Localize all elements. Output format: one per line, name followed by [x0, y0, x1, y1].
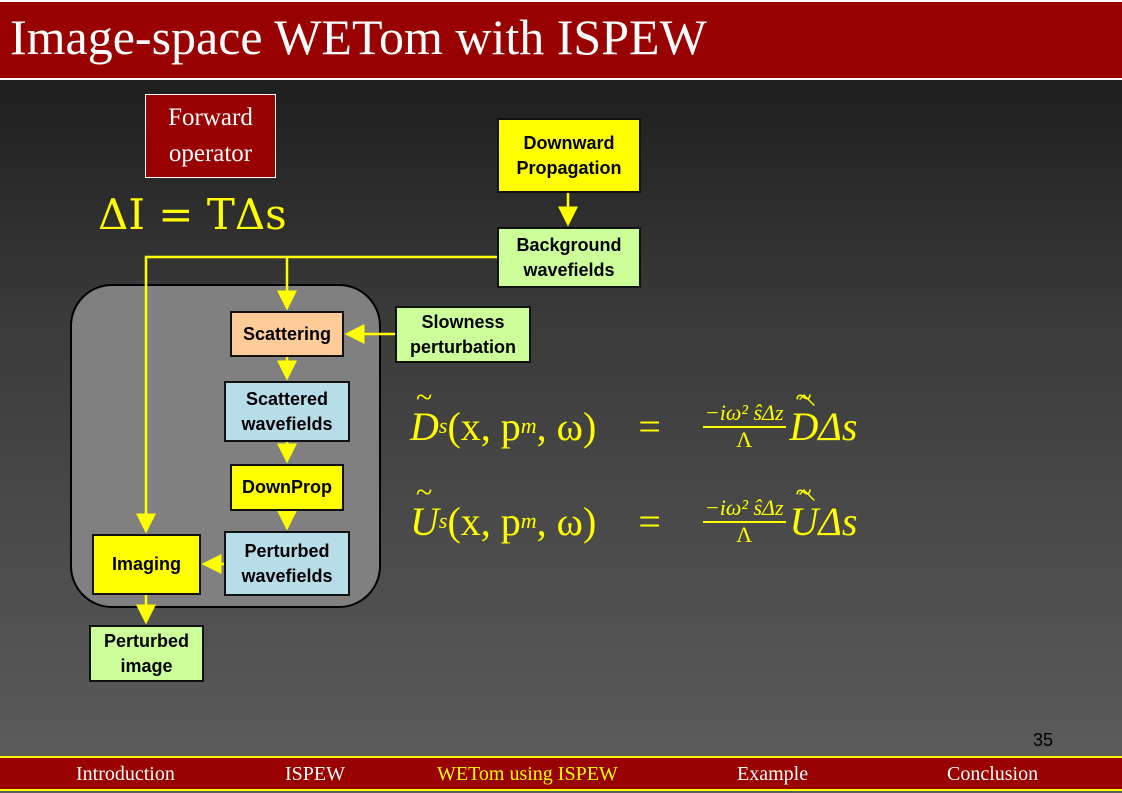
eq2-lhs-symbol: U [410, 476, 439, 545]
eq1-sub: s [438, 413, 448, 438]
imaging-box: Imaging [92, 534, 201, 595]
page-number: 35 [1033, 730, 1054, 750]
eq1-equals: = [638, 403, 661, 449]
eq1-denominator: Λ [736, 427, 753, 452]
eq1-rhs-symbol: D [790, 381, 819, 450]
perturbed-image-box: Perturbed image [89, 625, 204, 682]
eq1-lhs-symbol: D [410, 381, 439, 450]
slide-title: Image-space WETom with ISPEW [10, 9, 707, 65]
scattering-box: Scattering [230, 311, 344, 357]
eq2-omega: , ω) [536, 498, 597, 544]
eq2-rhs-tail: Δs [818, 498, 858, 544]
nav-ispew[interactable]: ISPEW [285, 763, 345, 785]
title-bar: Image-space WETom with ISPEW [0, 0, 1122, 80]
downprop-box: DownProp [230, 464, 344, 511]
nav-introduction[interactable]: Introduction [76, 763, 175, 785]
forward-operator-label: Forward operator [145, 94, 276, 178]
eq1-numerator: −iω² ŝΔz [702, 400, 786, 428]
eq2-numerator: −iω² ŝΔz [702, 495, 786, 523]
footer-nav: Introduction ISPEW WETom using ISPEW Exa… [0, 756, 1122, 791]
eq1-m: m [520, 413, 537, 438]
eq1-omega: , ω) [536, 403, 597, 449]
main-equation: ΔI = TΔs [98, 190, 287, 239]
eq2-sub: s [438, 508, 448, 533]
background-wavefields-box: Background wavefields [497, 227, 641, 288]
nav-conclusion[interactable]: Conclusion [947, 763, 1039, 785]
slowness-perturbation-box: Slowness perturbation [395, 306, 531, 363]
eq1-rhs-tail: Δs [818, 403, 858, 449]
eq1-args: (x, p [447, 403, 521, 449]
eq2-rhs-symbol: U [790, 476, 819, 545]
eq2-denominator: Λ [736, 522, 753, 547]
eq2-equals: = [638, 498, 661, 544]
downward-propagation-box: Downward Propagation [497, 118, 641, 193]
scattered-wavefields-box: Scattered wavefields [224, 381, 350, 442]
eq2-m: m [520, 508, 537, 533]
eq2-args: (x, p [447, 498, 521, 544]
perturbed-wavefields-box: Perturbed wavefields [224, 531, 350, 596]
nav-example[interactable]: Example [737, 763, 809, 785]
nav-wetom-using-ispew[interactable]: WETom using ISPEW [437, 763, 618, 785]
